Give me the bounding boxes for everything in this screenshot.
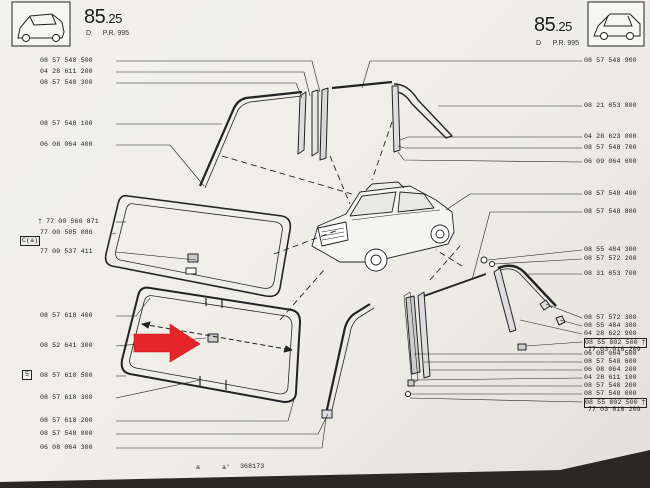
dimension-line (141, 323, 293, 351)
part-label: 08 57 548 100 (40, 120, 93, 127)
rear-window-glass (104, 194, 292, 298)
pillar-strip-c (319, 87, 329, 161)
part-label: 06 08 064 400 (40, 141, 93, 148)
part-label: 08 52 641 300 (40, 342, 93, 349)
part-label: 08 55 484 300 (584, 246, 637, 253)
part-label: 08 57 572 300 (584, 314, 637, 321)
part-label: 77 00 585 086 (40, 229, 93, 236)
part-label: 77 03 016 209 (588, 346, 641, 353)
part-label: 04 28 611 100 (584, 374, 637, 381)
part-label: 08 57 548 500 (40, 57, 93, 64)
part-label: 08 57 618 200 (40, 417, 93, 424)
drip-rail-left (198, 90, 303, 187)
pillar-strip-a (297, 91, 307, 155)
part-label: 08 55 802 500 † (584, 338, 647, 348)
page-ref-right: D P.R. 995 (536, 40, 580, 47)
part-label: 06 08 064 300 (40, 444, 93, 451)
part-label: 08 57 618 300 (40, 394, 93, 401)
part-label: 08 57 548 600 (584, 358, 637, 365)
callout-arrow-icon (133, 323, 201, 363)
part-label: 08 57 618 500 (40, 372, 93, 379)
part-label: 08 57 548 200 (584, 382, 637, 389)
part-label: 77 00 537 411 (40, 248, 93, 255)
part-label: 08 21 653 800 (584, 102, 637, 109)
lower-drip-right (423, 273, 487, 297)
part-label: † 77 00 560 871 (38, 218, 99, 225)
footer-mark-a: a (196, 464, 201, 471)
part-label: 77 03 016 209 (588, 406, 641, 413)
drip-rail-right (331, 80, 393, 90)
lower-strip (324, 303, 371, 415)
part-label: 06 09 064 600 (584, 158, 637, 165)
page-ref-left: D P.R. 995 (86, 30, 130, 37)
part-label: 04 28 623 000 (584, 133, 637, 140)
part-label: 08 55 802 500 † (584, 398, 647, 408)
pillar-strip-b (311, 89, 319, 157)
part-label: 08 57 548 000 (40, 430, 93, 437)
part-label: 06 08 064 500 (584, 350, 637, 357)
part-label: 08 57 572 200 (584, 255, 637, 262)
box-marker: 5 (22, 370, 33, 380)
door-window-seal (120, 286, 301, 403)
part-label: 04 28 622 900 (584, 330, 637, 337)
footer-mark-b: a' (222, 464, 231, 471)
car-body (311, 181, 455, 272)
part-label: 08 57 548 000 (584, 390, 637, 397)
part-label: 08 57 548 300 (40, 79, 93, 86)
part-label: 08 57 548 700 (584, 144, 637, 151)
part-label: 08 57 548 800 (584, 208, 637, 215)
part-label: 08 57 618 400 (40, 312, 93, 319)
part-label: 06 08 064 200 (584, 366, 637, 373)
footer-code: 368173 (240, 463, 265, 470)
part-label: 08 57 548 900 (584, 57, 637, 64)
curved-quarter-strip (497, 264, 557, 307)
part-label: 08 55 484 300 (584, 322, 637, 329)
part-label: 08 31 653 700 (584, 270, 637, 277)
variant-marker: C(a) (20, 236, 41, 246)
page-number-right: 85.25 (534, 14, 572, 36)
part-label: 04 28 611 200 (40, 68, 93, 75)
part-label: 08 57 548 400 (584, 190, 637, 197)
page-number-left: 85.25 (84, 6, 122, 28)
